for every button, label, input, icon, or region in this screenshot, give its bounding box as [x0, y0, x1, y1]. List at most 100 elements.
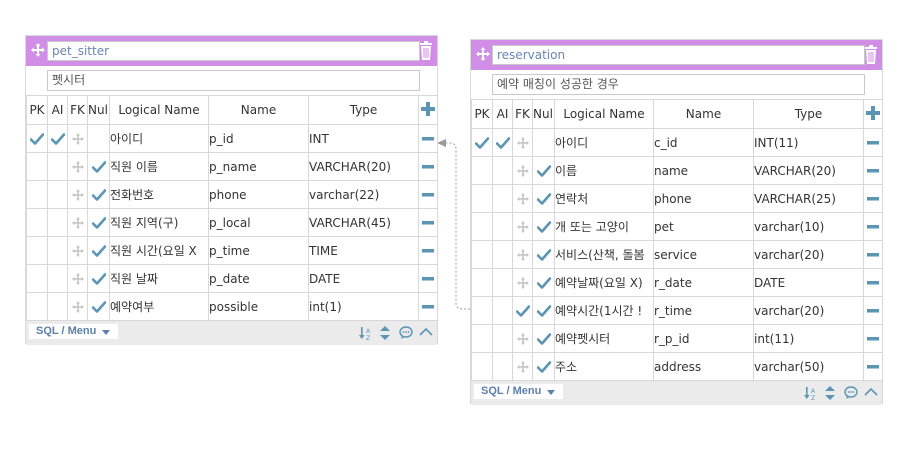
null-toggle[interactable]: [87, 264, 110, 293]
name-cell[interactable]: p_id: [208, 124, 309, 153]
type-cell[interactable]: VARCHAR(20): [308, 152, 419, 181]
type-cell[interactable]: TIME: [308, 236, 419, 265]
fk-toggle[interactable]: [67, 292, 88, 321]
pk-toggle[interactable]: [26, 292, 48, 321]
name-cell[interactable]: pet: [653, 212, 754, 241]
drag-handle-icon[interactable]: [71, 189, 84, 201]
table-title-bar[interactable]: [26, 36, 437, 66]
drag-handle-icon[interactable]: [516, 277, 529, 289]
logical-name-cell[interactable]: 주소: [554, 352, 654, 381]
name-cell[interactable]: p_name: [208, 152, 309, 181]
type-cell[interactable]: DATE: [308, 264, 419, 293]
drag-handle-icon[interactable]: [516, 137, 529, 149]
pk-toggle[interactable]: [471, 184, 493, 213]
fk-toggle[interactable]: [512, 352, 533, 381]
fk-toggle[interactable]: [67, 124, 88, 153]
remove-column-button[interactable]: [418, 152, 438, 181]
name-cell[interactable]: phone: [208, 180, 309, 209]
null-toggle[interactable]: [532, 268, 555, 297]
table-reservation[interactable]: PK AI FK Null Logical Name Name Type 아이디…: [470, 39, 883, 405]
ai-toggle[interactable]: [492, 324, 513, 353]
null-toggle[interactable]: [532, 324, 555, 353]
remove-column-button[interactable]: [863, 156, 883, 185]
pk-toggle[interactable]: [471, 268, 493, 297]
remove-column-button[interactable]: [418, 124, 438, 153]
table-pet-sitter[interactable]: PK AI FK Null Logical Name Name Type 아이디…: [25, 35, 438, 345]
remove-column-button[interactable]: [863, 212, 883, 241]
drag-handle-icon[interactable]: [516, 361, 529, 373]
sql-menu-button[interactable]: SQL / Menu: [29, 324, 118, 339]
type-cell[interactable]: varchar(50): [753, 352, 864, 381]
logical-name-cell[interactable]: 서비스(산책, 돌봄: [554, 240, 654, 269]
remove-column-button[interactable]: [863, 184, 883, 213]
add-column-button[interactable]: [418, 95, 438, 125]
logical-name-cell[interactable]: 직원 시간(요일 X: [109, 236, 209, 265]
drag-handle-icon[interactable]: [516, 221, 529, 233]
null-toggle[interactable]: [532, 296, 555, 325]
type-cell[interactable]: varchar(10): [753, 212, 864, 241]
null-toggle[interactable]: [87, 292, 110, 321]
type-cell[interactable]: varchar(20): [753, 240, 864, 269]
drag-handle-icon[interactable]: [516, 165, 529, 177]
logical-name-cell[interactable]: 직원 지역(구): [109, 208, 209, 237]
fk-toggle[interactable]: [67, 180, 88, 209]
logical-name-cell[interactable]: 전화번호: [109, 180, 209, 209]
ai-toggle[interactable]: [47, 180, 68, 209]
logical-name-cell[interactable]: 개 또는 고양이: [554, 212, 654, 241]
ai-toggle[interactable]: [492, 212, 513, 241]
type-cell[interactable]: varchar(22): [308, 180, 419, 209]
name-cell[interactable]: phone: [653, 184, 754, 213]
comment-icon[interactable]: [844, 385, 858, 401]
add-column-button[interactable]: [863, 99, 883, 129]
remove-column-button[interactable]: [418, 208, 438, 237]
ai-toggle[interactable]: [47, 152, 68, 181]
pk-toggle[interactable]: [471, 296, 493, 325]
remove-column-button[interactable]: [863, 324, 883, 353]
drag-handle-icon[interactable]: [71, 217, 84, 229]
pk-toggle[interactable]: [26, 124, 48, 153]
type-cell[interactable]: VARCHAR(20): [753, 156, 864, 185]
null-toggle[interactable]: [87, 152, 110, 181]
comment-icon[interactable]: [399, 325, 413, 341]
ai-toggle[interactable]: [47, 236, 68, 265]
fk-toggle[interactable]: [67, 236, 88, 265]
name-cell[interactable]: p_local: [208, 208, 309, 237]
drag-handle-icon[interactable]: [71, 301, 84, 313]
pk-toggle[interactable]: [471, 128, 493, 157]
ai-toggle[interactable]: [492, 268, 513, 297]
fk-toggle[interactable]: [512, 184, 533, 213]
logical-name-cell[interactable]: 예약날짜(요일 X): [554, 268, 654, 297]
sort-icon[interactable]: [379, 325, 393, 341]
ai-toggle[interactable]: [47, 292, 68, 321]
ai-toggle[interactable]: [492, 184, 513, 213]
null-toggle[interactable]: [532, 128, 555, 157]
type-cell[interactable]: INT(11): [753, 128, 864, 157]
logical-name-cell[interactable]: 예약여부: [109, 292, 209, 321]
logical-name-cell[interactable]: 연락처: [554, 184, 654, 213]
pk-toggle[interactable]: [471, 156, 493, 185]
trash-icon[interactable]: [863, 45, 879, 65]
fk-toggle[interactable]: [67, 152, 88, 181]
ai-toggle[interactable]: [492, 296, 513, 325]
fk-toggle[interactable]: [512, 128, 533, 157]
logical-name-cell[interactable]: 이름: [554, 156, 654, 185]
remove-column-button[interactable]: [863, 128, 883, 157]
ai-toggle[interactable]: [492, 128, 513, 157]
remove-column-button[interactable]: [863, 296, 883, 325]
pk-toggle[interactable]: [26, 208, 48, 237]
ai-toggle[interactable]: [492, 352, 513, 381]
null-toggle[interactable]: [87, 180, 110, 209]
name-cell[interactable]: p_date: [208, 264, 309, 293]
ai-toggle[interactable]: [47, 124, 68, 153]
name-cell[interactable]: address: [653, 352, 754, 381]
table-title-bar[interactable]: [471, 40, 882, 70]
drag-handle-icon[interactable]: [71, 161, 84, 173]
